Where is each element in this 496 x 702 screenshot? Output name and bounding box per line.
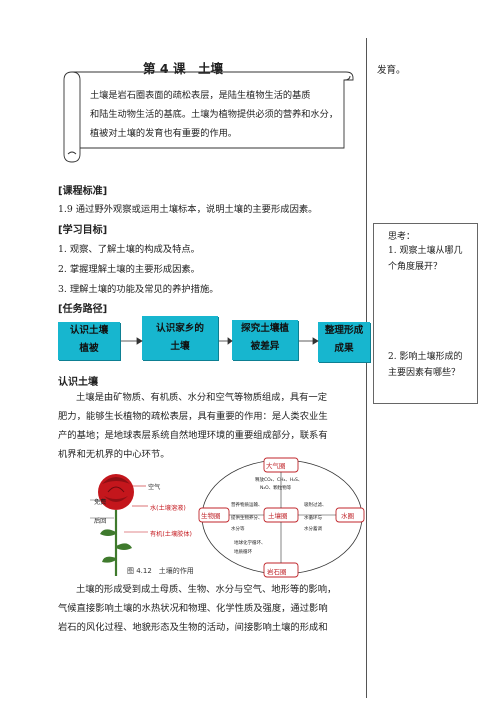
section-heading: 认识土壤 (58, 377, 98, 388)
paragraph-line: 机界和无机界的中心环节。 (58, 449, 170, 460)
rose-label: 水(土壤溶液) (150, 505, 186, 512)
hydrosphere-label: 水圈 (341, 512, 354, 520)
goals-heading: [学习目标] (58, 225, 108, 236)
curriculum-text: 1.9 通过野外观察或运用土壤标本，说明土壤的主要形成因素。 (58, 204, 318, 215)
paragraph-line: 产的基地；是地球表层系统自然地理环境的重要组成部分，联系有 (58, 430, 328, 441)
paragraph-2: 土壤的形成受到成土母质、生物、水分与空气、地形等的影响， 气候直接影响土壤的水热… (58, 580, 366, 637)
think-box: 思考： 1. 观察土壤从哪几 个角度展开？ 2. 影响土壤形成的 主要因素有哪些… (373, 223, 478, 404)
atmosphere-label: 大气圈 (266, 462, 286, 470)
curriculum-heading: [课程标准] (58, 186, 108, 197)
think-question-2: 2. 影响土壤形成的 (388, 352, 463, 362)
think-question-1: 1. 观察土壤从哪几 (388, 246, 463, 256)
goal-item: 1. 观察、了解土壤的构成及特点。 (58, 244, 200, 255)
diagram-note: 营养物质运输、 (231, 503, 263, 508)
diagram-note: 地质循环 (234, 550, 252, 555)
path-step-3: 探究土壤植 被差异 (232, 320, 298, 360)
diagram-note: N₂O、颗粒物等 (260, 486, 292, 491)
rose-label: 空气 (148, 484, 161, 491)
diagram-note: 水分等 (231, 527, 245, 532)
diagram-note: 水循环与 (304, 516, 322, 521)
think-title: 思考： (388, 232, 416, 242)
diagram-note: 水分蓄调 (304, 527, 322, 532)
rose-label: 有机(土壤胶体) (150, 531, 192, 538)
column-divider (366, 38, 367, 698)
figure-caption: 图 4.12 土壤的作用 (127, 567, 194, 575)
rose-label: 后回 (94, 518, 107, 525)
goal-item: 3. 理解土壤的功能及常见的养护措施。 (58, 284, 219, 295)
intro-line: 和陆生动物生活的基底。土壤为植物提供必须的营养和水分， (90, 109, 339, 120)
think-question-1-cont: 个角度展开？ (388, 262, 443, 272)
rose-illustration (90, 474, 148, 576)
path-step-2: 认识家乡的 土壤 (142, 316, 218, 360)
intro-line: 土壤是岩石圈表面的疏松表层，是陆生植物生活的基质 (90, 90, 311, 101)
path-step-4: 整理形成 成果 (318, 322, 370, 362)
path-step-1: 认识土壤 植被 (58, 322, 120, 360)
scroll-frame (63, 71, 354, 163)
think-question-2-cont: 主要因素有哪些？ (388, 368, 461, 378)
path-heading: [任务路径] (58, 304, 108, 315)
intro-scroll: 土壤是岩石圈表面的疏松表层，是陆生植物生活的基质 和陆生动物生活的基底。土壤为植… (58, 66, 356, 166)
lithosphere-label: 岩石圈 (267, 568, 287, 576)
paragraph-line: 肥力，能够生长植物的疏松表层，具有重要的作用：是人类农业生 (58, 411, 328, 422)
paragraph-line: 土壤的形成受到成土母质、生物、水分与空气、地形等的影响， (76, 584, 337, 595)
intro-line: 植被对土壤的发育也有重要的作用。 (90, 128, 237, 139)
diagram-note: 释放CO₂、CH₄、H₂S、 (255, 478, 303, 483)
diagram-note: 地球化学循环、 (234, 541, 266, 546)
continued-text: 发育。 (377, 65, 406, 76)
intro-text: 土壤是岩石圈表面的疏松表层，是陆生植物生活的基质 和陆生动物生活的基底。土壤为植… (90, 86, 350, 143)
paragraph-line: 气候直接影响土壤的水热状况和物理、化学性质及强度，通过影响 (58, 603, 328, 614)
goal-item: 2. 掌握理解土壤的主要形成因素。 (58, 264, 200, 275)
diagram-note: 提供生物养分、 (231, 516, 263, 521)
paragraph-line: 岩石的风化过程、地貌形态及生物的活动，间接影响土壤的形成和 (58, 622, 328, 633)
diagram-note: 吸附过滤、 (304, 503, 327, 508)
pedosphere-label: 土壤圈 (268, 512, 288, 520)
sphere-diagram (198, 457, 365, 578)
paragraph-line: 土壤是由矿物质、有机质、水分和空气等物质组成，具有一定 (76, 392, 328, 403)
rose-label: 免费 (94, 499, 107, 506)
section-paragraph: 土壤是由矿物质、有机质、水分和空气等物质组成，具有一定 肥力，能够生长植物的疏松… (58, 388, 366, 464)
biosphere-label: 生物圈 (201, 512, 221, 520)
